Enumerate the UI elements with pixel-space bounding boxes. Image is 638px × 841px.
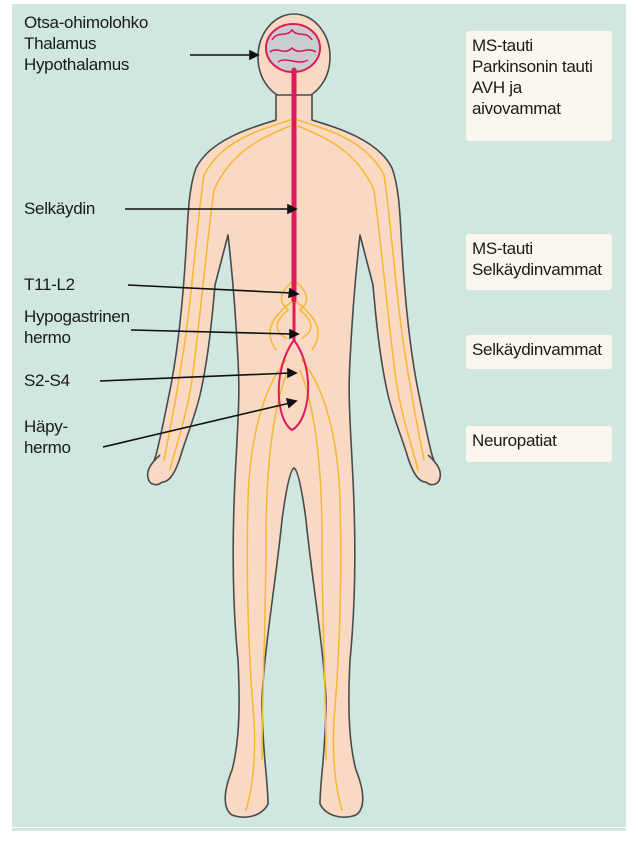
label-pudendal-nerve: Häpy- hermo bbox=[24, 416, 71, 458]
condition-box-spinal: MS-tauti Selkäydinvammat bbox=[466, 234, 612, 290]
label-t11-l2: T11-L2 bbox=[24, 274, 75, 295]
label-s2-s4: S2-S4 bbox=[24, 370, 70, 391]
condition-box-sacral: Selkäydinvammat bbox=[466, 335, 612, 369]
condition-box-peripheral: Neuropatiat bbox=[466, 426, 612, 462]
label-spinal-cord: Selkäydin bbox=[24, 198, 95, 219]
label-hypogastric-nerve: Hypogastrinen hermo bbox=[24, 306, 130, 348]
brain-graphic bbox=[266, 24, 320, 72]
condition-box-brain: MS-tauti Parkinsonin tauti AVH ja aivova… bbox=[466, 31, 612, 141]
bottom-rule bbox=[12, 828, 626, 831]
label-brain-areas: Otsa-ohimolohko Thalamus Hypothalamus bbox=[24, 12, 148, 75]
